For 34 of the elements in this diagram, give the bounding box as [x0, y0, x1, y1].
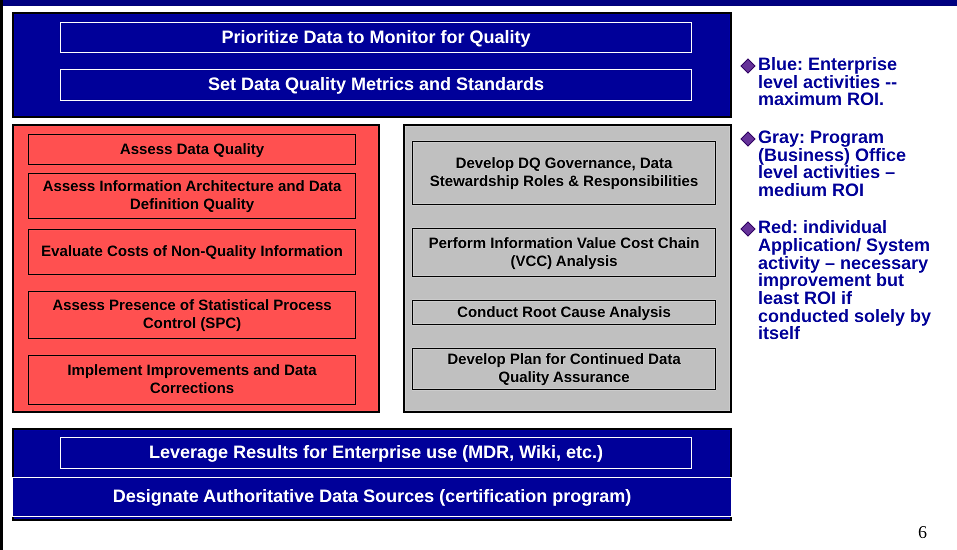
activity-box: [60, 437, 692, 469]
activity-label: Develop Plan for Continued Data Quality Assurance: [446, 351, 682, 387]
activity-box: [412, 300, 716, 325]
activity-label: Conduct Root Cause Analysis: [456, 304, 672, 322]
activity-label: Designate Authoritative Data Sources (certification program): [112, 486, 632, 508]
activity-box: [60, 22, 692, 53]
note-text: Gray: Program (Business) Office level activities – medium ROI: [758, 128, 908, 200]
activity-label: Prioritize Data to Monitor for Quality: [220, 26, 532, 48]
note-text: Blue: Enterprise level activities -- maximum ROI.: [758, 56, 898, 109]
note-text: Red: individual Application/ System activity – necessary improvement but least ROI if conducted solely by itself: [758, 219, 932, 343]
activity-box: [28, 229, 356, 275]
panel: [12, 428, 732, 521]
activity-label: Evaluate Costs of Non-Quality Information: [40, 243, 344, 261]
activity-box: [412, 141, 716, 205]
panel: [12, 12, 732, 118]
panel: [12, 124, 380, 413]
activity-box: [28, 291, 356, 339]
activity-label: Assess Information Architecture and Data Definition Quality: [42, 178, 342, 214]
activity-label: Leverage Results for Enterprise use (MDR, Wiki, etc.): [148, 442, 604, 464]
activity-box: [28, 173, 356, 219]
activity-label: Perform Information Value Cost Chain (VCC) Analysis: [428, 234, 700, 270]
activity-box: [12, 477, 732, 517]
activity-label: Assess Presence of Statistical Process Control (SPC): [51, 297, 333, 333]
activity-label: Set Data Quality Metrics and Standards: [206, 74, 546, 96]
page-number: 6: [918, 522, 927, 543]
activity-box: [412, 228, 716, 277]
activity-box: [60, 69, 692, 101]
activity-box: [412, 348, 716, 390]
activity-label: Assess Data Quality: [118, 140, 266, 158]
activity-label: Implement Improvements and Data Corrections: [66, 362, 318, 398]
activity-label: Develop DQ Governance, Data Stewardship Roles & Responsibilities: [428, 155, 700, 191]
panel: [403, 124, 732, 413]
activity-box: [28, 355, 356, 405]
activity-box: [28, 134, 356, 165]
